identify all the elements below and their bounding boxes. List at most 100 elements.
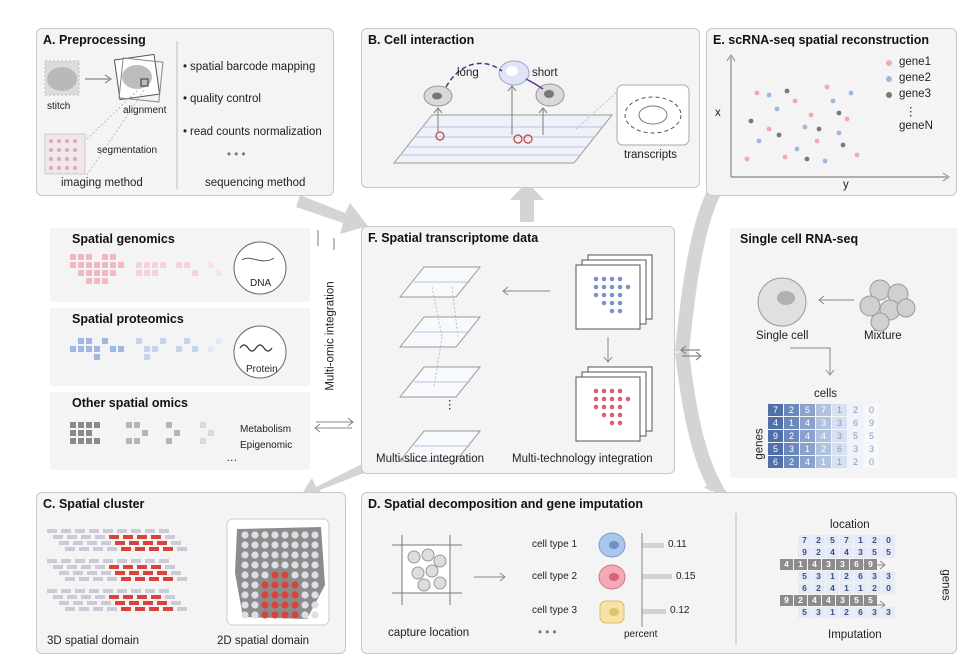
matrix-cell: 5 bbox=[768, 443, 783, 455]
matrix-cell: 3 bbox=[848, 443, 863, 455]
ellipsis-label: … bbox=[226, 452, 238, 464]
arrow-sc-to-e bbox=[675, 181, 725, 353]
cluster-2d-spot bbox=[291, 611, 299, 619]
cluster-3d-spot bbox=[129, 601, 139, 605]
imputation-cell: 2 bbox=[840, 607, 853, 618]
cluster-2d-spot bbox=[271, 611, 279, 619]
cluster-3d-spot bbox=[137, 565, 147, 569]
imaging-method-label: imaging method bbox=[61, 177, 143, 189]
cluster-2d-spot bbox=[291, 601, 299, 609]
cluster-2d-spot bbox=[301, 551, 309, 559]
imputation-cell: 1 bbox=[794, 559, 807, 570]
matrix-cell: 4 bbox=[816, 430, 831, 442]
location-label: location bbox=[830, 519, 870, 531]
matrix-cell: 2 bbox=[784, 430, 799, 442]
matrix-cell: 7 bbox=[816, 404, 831, 416]
matrix-cell: 7 bbox=[768, 404, 783, 416]
cluster-2d-spot bbox=[301, 591, 309, 599]
cluster-3d-spot bbox=[123, 595, 133, 599]
other-omics-spots bbox=[70, 422, 214, 444]
matrix-cell: 9 bbox=[768, 430, 783, 442]
cluster-3d-spot bbox=[121, 607, 131, 611]
matrix-cell: 6 bbox=[768, 456, 783, 468]
cluster-3d-spot bbox=[137, 595, 147, 599]
cluster-3d-spot bbox=[149, 547, 159, 551]
matrix-cell: 4 bbox=[800, 430, 815, 442]
cluster-2d-spot bbox=[281, 551, 289, 559]
cluster-2d-spot bbox=[281, 611, 289, 619]
cluster-3d-spot bbox=[157, 571, 167, 575]
multi-technology-label: Multi-technology integration bbox=[512, 453, 653, 465]
cluster-2d-spot bbox=[301, 541, 309, 549]
cluster-2d-spot bbox=[241, 591, 249, 599]
imputation-cell: 2 bbox=[812, 583, 825, 594]
imputation-cell: 4 bbox=[826, 547, 839, 558]
multi-slice-label: Multi-slice integration bbox=[376, 453, 485, 465]
cluster-3d-spot bbox=[87, 541, 97, 545]
panel-title: A. Preprocessing bbox=[43, 33, 146, 47]
cluster-3d-spot bbox=[177, 577, 187, 581]
imputation-cell: 5 bbox=[850, 595, 863, 606]
panel-cell-interaction: B. Cell interaction long short bbox=[361, 28, 700, 188]
cluster-2d-spot bbox=[281, 581, 289, 589]
cluster-3d-spot bbox=[87, 601, 97, 605]
cluster-3d-spot bbox=[117, 589, 127, 593]
cluster-3d-spot bbox=[61, 529, 71, 533]
cluster-3d-spot bbox=[115, 541, 125, 545]
cluster-2d-spot bbox=[311, 581, 319, 589]
cluster-2d-spot bbox=[311, 541, 319, 549]
cluster-3d-spot bbox=[93, 577, 103, 581]
cluster-2d-spot bbox=[301, 561, 309, 569]
multi-omic-integration-label: Multi-omic integration bbox=[324, 281, 337, 391]
cluster-2d-spot bbox=[241, 611, 249, 619]
cluster-3d-spot bbox=[121, 577, 131, 581]
cluster-3d-spot bbox=[95, 565, 105, 569]
sequencing-method-label: sequencing method bbox=[205, 177, 306, 189]
single-cell-label: Single cell bbox=[756, 330, 809, 342]
matrix-cell: 3 bbox=[832, 430, 847, 442]
cluster-2d-spot bbox=[301, 611, 309, 619]
matrix-cell: 3 bbox=[816, 417, 831, 429]
matrix-cell: 3 bbox=[784, 443, 799, 455]
arrow-f-to-c bbox=[298, 462, 372, 500]
imputation-cell: 3 bbox=[854, 547, 867, 558]
cluster-3d-spot bbox=[53, 535, 63, 539]
imputation-cell: 9 bbox=[780, 595, 793, 606]
cluster-2d-spot bbox=[311, 611, 319, 619]
cell-type-2-value: 0.15 bbox=[676, 571, 696, 582]
panel-title: Other spatial omics bbox=[72, 396, 189, 410]
cluster-3d-spot bbox=[109, 535, 119, 539]
cluster-2d-spot bbox=[291, 541, 299, 549]
cluster-3d-spot bbox=[53, 595, 63, 599]
genes-label: genes bbox=[753, 428, 766, 460]
cluster-3d-spot bbox=[117, 529, 127, 533]
protein-label: Protein bbox=[246, 364, 278, 375]
cluster-3d-spot bbox=[151, 595, 161, 599]
imputation-cell: 5 bbox=[798, 607, 811, 618]
cluster-2d-spot bbox=[241, 601, 249, 609]
cell-type-3-value: 0.12 bbox=[670, 605, 690, 616]
cluster-3d-spot bbox=[95, 595, 105, 599]
panel-spatial-genomics: Spatial genomics DNA bbox=[50, 228, 310, 302]
legend-swatch-gene3 bbox=[886, 92, 892, 98]
imputation-cell: 1 bbox=[826, 571, 839, 582]
legend-gene1: gene1 bbox=[899, 56, 931, 68]
percent-label: percent bbox=[624, 629, 658, 640]
cluster-3d-spot bbox=[135, 547, 145, 551]
matrix-cell: 1 bbox=[784, 417, 799, 429]
cluster-3d-spot bbox=[59, 601, 69, 605]
matrix-cell: 1 bbox=[832, 456, 847, 468]
panel-title: F. Spatial transcriptome data bbox=[368, 231, 539, 245]
cluster-3d-spot bbox=[149, 607, 159, 611]
cluster-2d-spot bbox=[261, 591, 269, 599]
cluster-3d-spot bbox=[131, 559, 141, 563]
cluster-2d-spot bbox=[261, 531, 269, 539]
cluster-2d-spot bbox=[291, 561, 299, 569]
legend-geneN: geneN bbox=[899, 120, 933, 132]
cluster-3d-spot bbox=[159, 559, 169, 563]
cluster-2d-spot bbox=[241, 531, 249, 539]
imputation-cell: 4 bbox=[808, 595, 821, 606]
legend-swatch-gene1 bbox=[886, 60, 892, 66]
imputation-cell: 3 bbox=[812, 607, 825, 618]
